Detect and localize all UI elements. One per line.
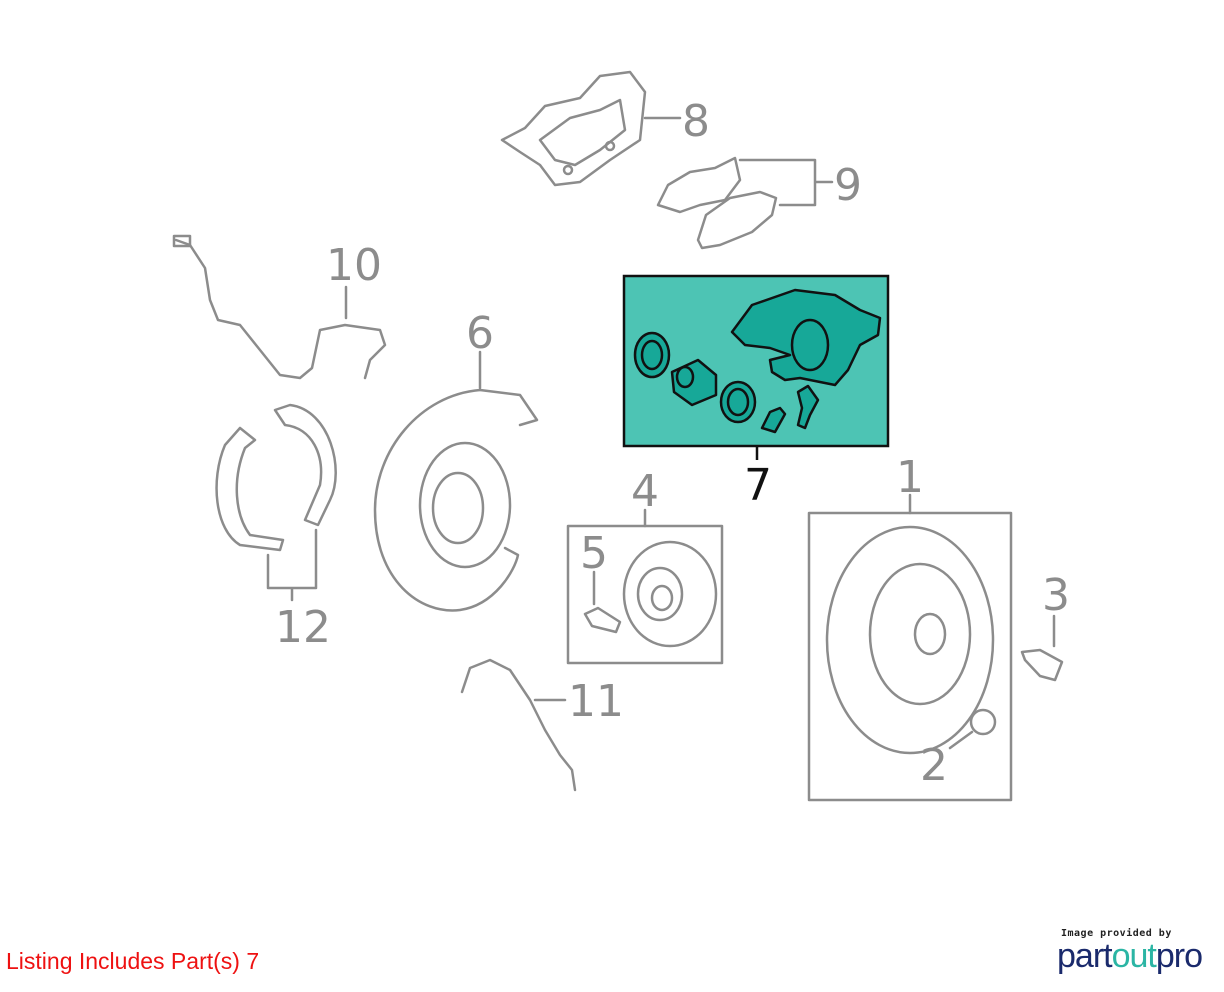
callout-8[interactable]: 8 <box>682 96 710 147</box>
callout-7[interactable]: 7 <box>744 460 772 511</box>
logo-part: part <box>1057 937 1113 975</box>
part-1-rotor-box[interactable] <box>807 493 1013 802</box>
part-7-caliper-assembly[interactable] <box>622 274 890 460</box>
part-8-caliper-bracket[interactable] <box>500 70 682 187</box>
logo-out: out <box>1111 937 1157 975</box>
callout-9[interactable]: 9 <box>834 160 862 211</box>
part-12-parking-shoes[interactable] <box>215 403 337 602</box>
part-6-dust-shield[interactable] <box>373 350 539 612</box>
callout-6[interactable]: 6 <box>466 308 494 359</box>
callout-12[interactable]: 12 <box>275 602 331 653</box>
part-11-brake-hose[interactable] <box>460 658 577 792</box>
callout-1[interactable]: 1 <box>896 452 924 503</box>
logo-caption: Image provided by <box>1061 928 1172 939</box>
logo-pro: pro <box>1155 937 1203 975</box>
callout-4[interactable]: 4 <box>631 466 659 517</box>
listing-includes-text: Listing Includes Part(s) 7 <box>6 948 260 974</box>
part-9-brake-pads[interactable] <box>656 156 834 250</box>
part-10-abs-sensor[interactable] <box>172 234 387 380</box>
logo-brand: partoutpro <box>1057 937 1203 975</box>
partoutpro-logo: Image provided by partoutpro <box>1057 928 1203 975</box>
callout-5[interactable]: 5 <box>580 528 608 579</box>
part-5-hub-bolt[interactable] <box>583 570 622 634</box>
callout-2[interactable]: 2 <box>920 740 948 791</box>
part-2-plug[interactable] <box>948 708 997 750</box>
part-4-hub-box[interactable] <box>566 508 724 665</box>
callout-11[interactable]: 11 <box>568 676 624 727</box>
part-3-bolt[interactable] <box>1020 614 1064 682</box>
callout-3[interactable]: 3 <box>1042 570 1070 621</box>
callout-10[interactable]: 10 <box>326 240 382 291</box>
